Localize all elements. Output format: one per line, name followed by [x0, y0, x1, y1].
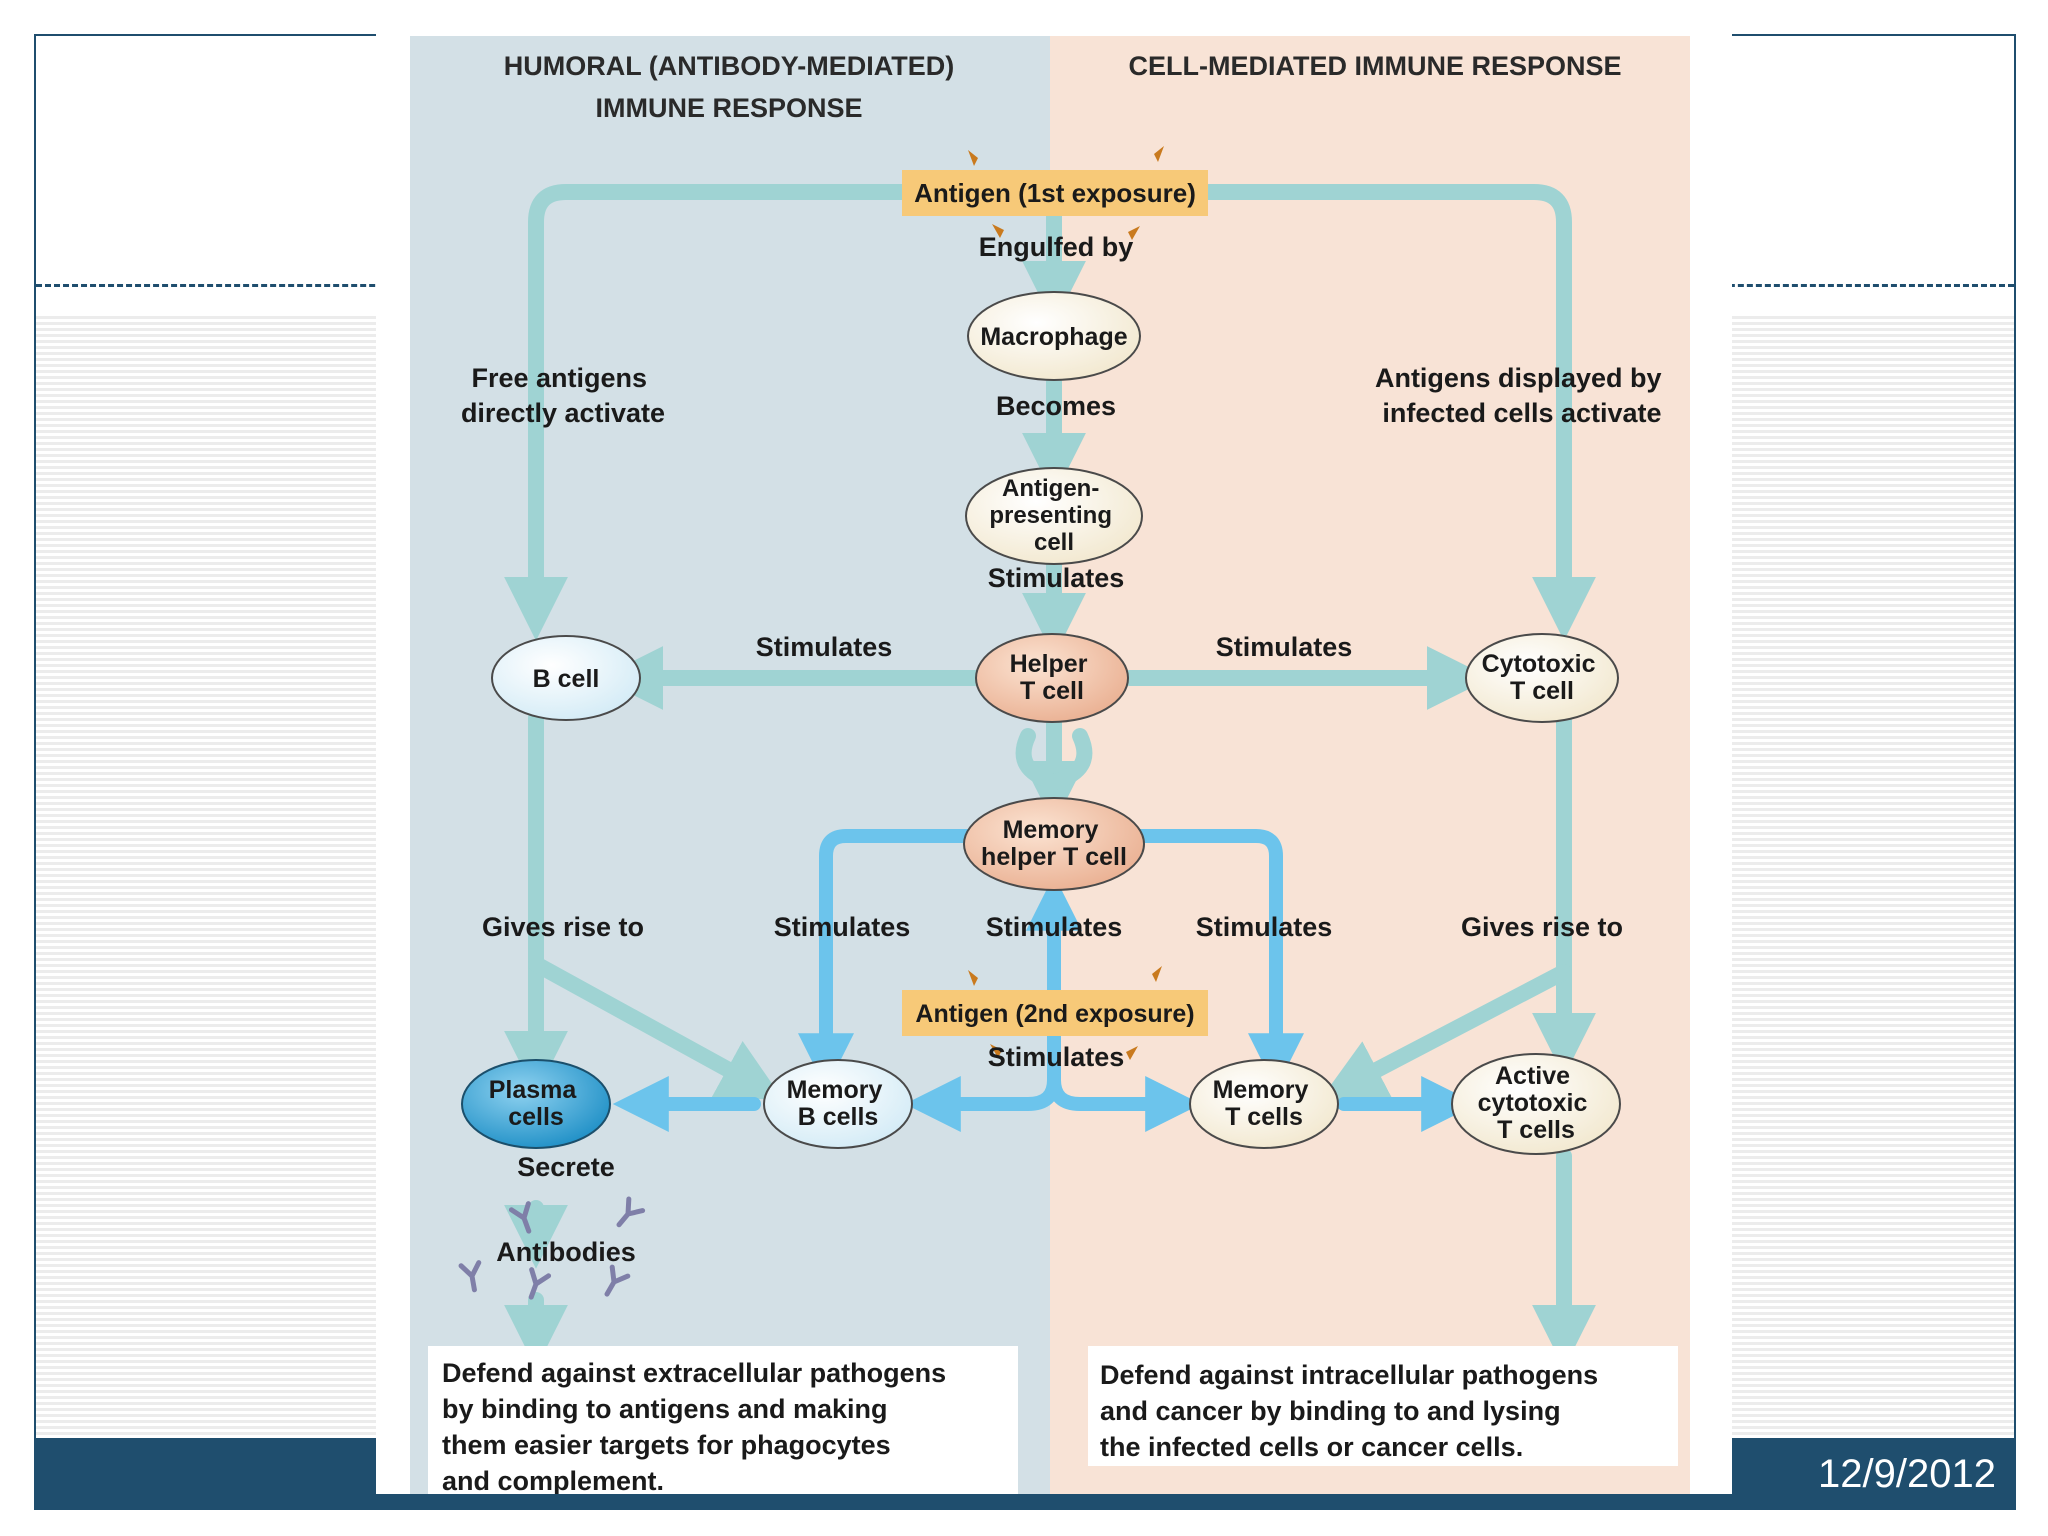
- cytotoxic-t-label-line1: Cytotoxic: [1482, 650, 1596, 678]
- node-plasma-cells: Plasma cells: [461, 1059, 611, 1149]
- active-cytotoxic-label-line3: T cells: [1497, 1116, 1575, 1144]
- apc-label-line2: presenting: [989, 502, 1112, 529]
- antibody-icon: [604, 1264, 631, 1297]
- node-memory-helper-t-cell: Memory helper T cell: [963, 797, 1145, 891]
- memory-b-label-line2: B cells: [798, 1103, 879, 1131]
- label-gives-rise-right: Gives rise to: [1461, 912, 1623, 942]
- cell-outcome-line2: and cancer by binding to and lysing: [1100, 1396, 1561, 1426]
- svg-text:Memory T cells: Memory T cells: [1213, 1076, 1316, 1131]
- humoral-outcome-line1: Defend against extracellular pathogens: [442, 1358, 946, 1388]
- svg-text:Active cytotoxic T: Active cytotoxic T cells: [1478, 1062, 1595, 1144]
- memory-b-label-line1: Memory: [787, 1076, 883, 1104]
- label-antibodies: Antibodies: [496, 1237, 636, 1267]
- helper-self-loop: [1015, 728, 1093, 790]
- antigen-first-exposure-label: Antigen (1st exposure): [914, 178, 1196, 208]
- humoral-outcome-line2: by binding to antigens and making: [442, 1394, 888, 1424]
- svg-text:Antigens displayed by infe: Antigens displayed by infected cells act…: [1375, 363, 1669, 428]
- arrow-antigen-to-cytotoxic: [1196, 184, 1596, 641]
- node-b-cell: B cell: [491, 635, 641, 721]
- label-secrete: Secrete: [517, 1152, 615, 1182]
- humoral-outcome-line4: and complement.: [442, 1466, 664, 1494]
- arrow-memory-helper-to-memory-t: [1121, 829, 1304, 1090]
- svg-text:Memory B cells: Memory B cells: [787, 1076, 890, 1131]
- svg-text:Defend against intracellular p: Defend against intracellular pathogens a…: [1100, 1360, 1606, 1462]
- antigen-second-exposure-box: Antigen (2nd exposure): [902, 966, 1208, 1060]
- label-stimulates-memory-left: Stimulates: [774, 912, 911, 942]
- antibody-icon: [508, 1201, 532, 1234]
- active-cytotoxic-label-line2: cytotoxic: [1478, 1089, 1588, 1117]
- label-gives-rise-left: Gives rise to: [482, 912, 644, 942]
- svg-text:Memory helper T cell: Memory helper T cell: [981, 816, 1127, 871]
- svg-text:Free antigens directly act: Free antigens directly activate: [461, 363, 665, 428]
- arrow-antigen-to-bcell: [504, 184, 912, 641]
- label-free-antigens-line1: Free antigens: [471, 363, 647, 393]
- label-free-antigens-line2: directly activate: [461, 398, 665, 428]
- arrow-bcell-to-memory-b: [528, 956, 784, 1100]
- svg-text:Cytotoxic T cell: Cytotoxic T cell: [1482, 650, 1603, 705]
- svg-text:B cell: B cell: [533, 665, 600, 693]
- memory-t-label-line1: Memory: [1213, 1076, 1309, 1104]
- label-antigens-displayed-line2: infected cells activate: [1382, 398, 1661, 428]
- node-macrophage: Macrophage: [967, 291, 1141, 381]
- helper-t-label-line2: T cell: [1020, 677, 1084, 705]
- cell-mediated-panel: [1050, 36, 1690, 1494]
- arrow-memory-helper-to-memory-b: [798, 829, 987, 1090]
- helper-t-label-line1: Helper: [1010, 650, 1088, 678]
- cell-outcome-line3: the infected cells or cancer cells.: [1100, 1432, 1523, 1462]
- svg-text:Plasma cells: Plasma cells: [489, 1076, 584, 1131]
- arrow-cytotoxic-to-memory-t: [1320, 964, 1572, 1100]
- active-cytotoxic-label-line1: Active: [1495, 1062, 1570, 1090]
- cell-outcome-box: Defend against intracellular pathogens a…: [1088, 1346, 1678, 1466]
- antigen-first-exposure-box: Antigen (1st exposure): [902, 146, 1208, 240]
- cell-outcome-line1: Defend against intracellular pathogens: [1100, 1360, 1598, 1390]
- node-memory-b-cells: Memory B cells: [763, 1059, 913, 1149]
- antibody-icon: [616, 1196, 646, 1228]
- label-becomes: Becomes: [996, 391, 1116, 421]
- plasma-label-line1: Plasma: [489, 1076, 578, 1104]
- svg-text:Helper T cell: Helper T cell: [1010, 650, 1095, 705]
- slide-date: 12/9/2012: [1818, 1452, 1996, 1496]
- apc-label-line3: cell: [1034, 529, 1074, 556]
- node-antigen-presenting-cell: Antigen- presenting cell: [965, 467, 1143, 565]
- humoral-header-line1: HUMORAL (ANTIBODY-MEDIATED): [504, 51, 954, 81]
- label-stimulates-memory-center: Stimulates: [986, 912, 1123, 942]
- apc-label-line1: Antigen-: [1002, 475, 1099, 502]
- antibody-icon: [458, 1260, 482, 1293]
- memory-helper-t-label-line2: helper T cell: [981, 843, 1127, 871]
- svg-text:Defend against extracellular p: Defend against extracellular pathogens b…: [442, 1358, 954, 1494]
- antigen-second-exposure-label: Antigen (2nd exposure): [915, 1000, 1194, 1028]
- label-stimulates-apc: Stimulates: [988, 563, 1125, 593]
- b-cell-label: B cell: [533, 665, 600, 693]
- memory-helper-t-label-line1: Memory: [1003, 816, 1099, 844]
- antibody-icon: [528, 1267, 552, 1300]
- label-antigens-displayed-line1: Antigens displayed by: [1375, 363, 1662, 393]
- svg-text:Macrophage: Macrophage: [980, 323, 1127, 351]
- humoral-header-line2: IMMUNE RESPONSE: [595, 93, 862, 123]
- macrophage-label: Macrophage: [980, 323, 1127, 351]
- node-memory-t-cells: Memory T cells: [1189, 1059, 1339, 1149]
- node-helper-t-cell: Helper T cell: [975, 633, 1129, 723]
- node-cytotoxic-t-cell: Cytotoxic T cell: [1465, 633, 1619, 723]
- label-stimulates-memory-right: Stimulates: [1196, 912, 1333, 942]
- humoral-panel: [410, 36, 1050, 1494]
- humoral-outcome-box: Defend against extracellular pathogens b…: [428, 1346, 1018, 1494]
- arrow-second-to-memory-t: [1047, 1073, 1202, 1132]
- label-engulfed-by: Engulfed by: [979, 232, 1134, 262]
- label-stimulates-left: Stimulates: [756, 632, 893, 662]
- label-stimulates-right: Stimulates: [1216, 632, 1353, 662]
- node-active-cytotoxic-t-cells: Active cytotoxic T cells: [1451, 1053, 1621, 1155]
- immune-response-diagram: HUMORAL (ANTIBODY-MEDIATED) IMMUNE RESPO…: [376, 30, 1732, 1494]
- humoral-outcome-line3: them easier targets for phagocytes: [442, 1430, 891, 1460]
- svg-text:Antigen- presenting: Antigen- presenting cell: [989, 475, 1118, 556]
- cytotoxic-t-label-line2: T cell: [1510, 677, 1574, 705]
- plasma-label-line2: cells: [508, 1103, 564, 1131]
- cell-mediated-header: CELL-MEDIATED IMMUNE RESPONSE: [1128, 51, 1621, 81]
- memory-t-label-line2: T cells: [1225, 1103, 1303, 1131]
- antibody-icons: [458, 1196, 646, 1300]
- label-stimulates-second: Stimulates: [988, 1042, 1125, 1072]
